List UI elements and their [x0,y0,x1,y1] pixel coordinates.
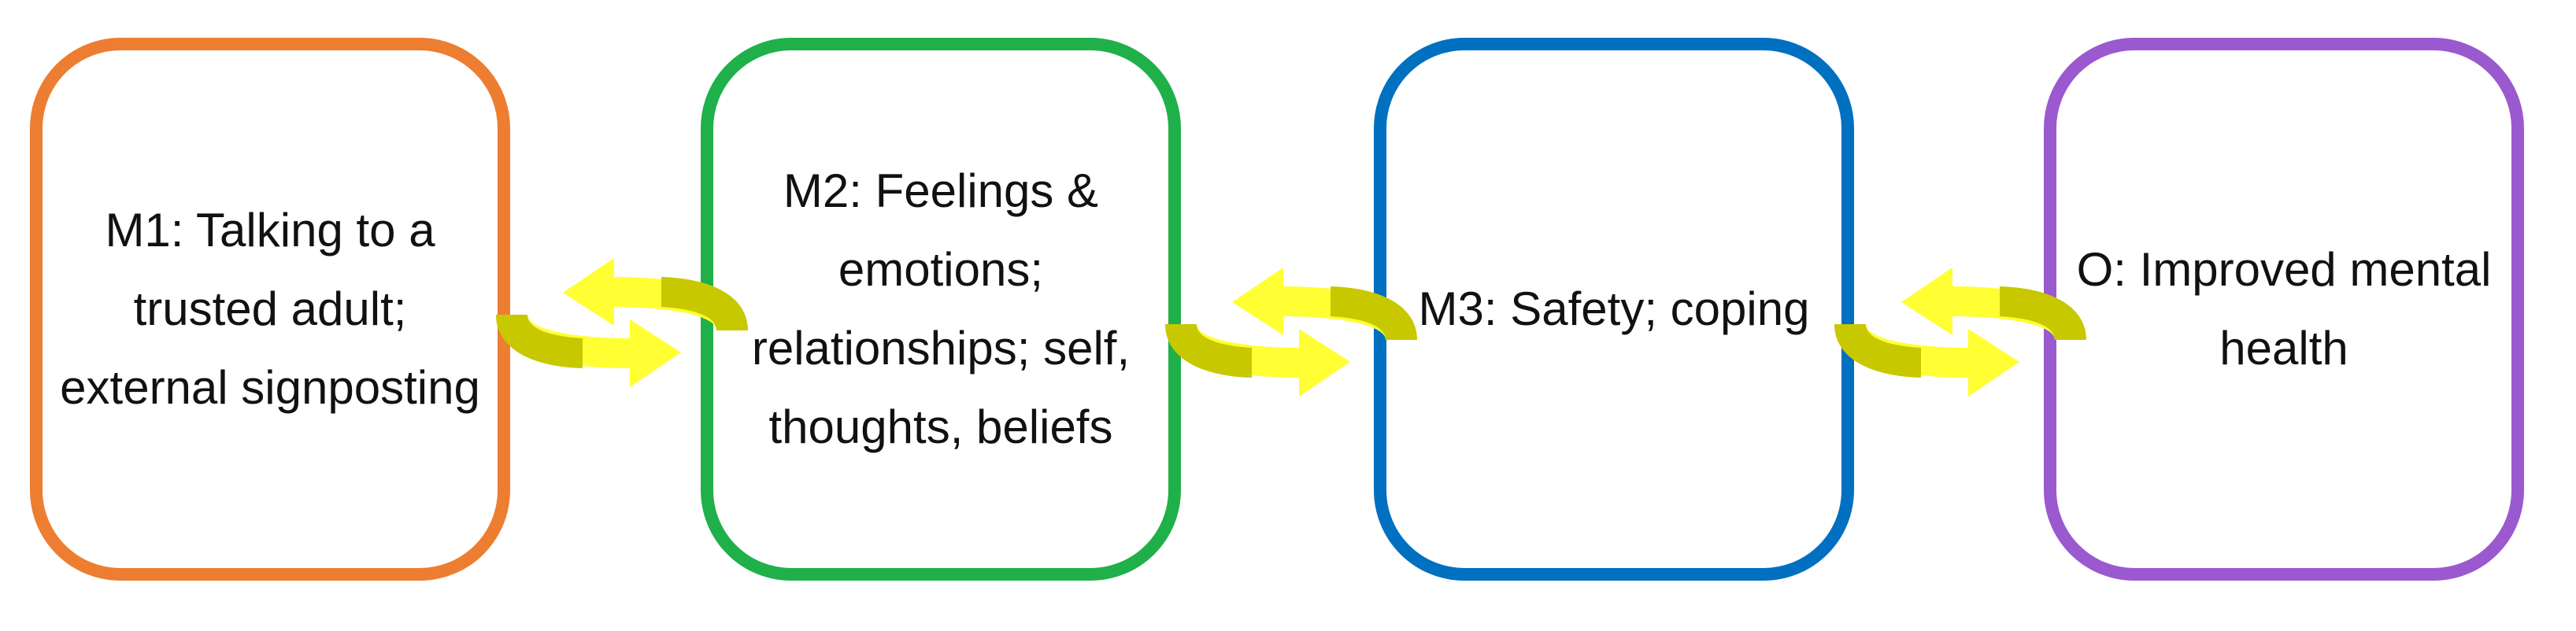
cycle-arrow-top-tail [2000,286,2086,340]
box-m1-talking-to-trusted-adult: M1: Talking to a trusted adult; external… [30,38,510,581]
box-m2-feelings-emotions: M2: Feelings & emotions; relationships; … [701,38,1181,581]
box-m3-text: M3: Safety; coping [1418,282,1810,335]
cycle-arrow-top-tail [1331,286,1417,340]
cycle-arrow-bottom-tail [496,315,583,368]
box-m1-text: M1: Talking to a trusted adult; external… [60,204,480,414]
cycle-arrow-bottom-tail [1834,324,1921,378]
cycle-arrow-top-tail [661,277,748,330]
cycle-arrows-m2-m3 [1165,268,1417,397]
box-m3-safety-coping: M3: Safety; coping [1374,38,1854,581]
cycle-arrows-m1-m2 [496,258,748,387]
cycle-arrow-bottom-tail [1165,324,1252,378]
box-outcome-improved-mental-health: O: Improved mental health [2044,38,2524,581]
cycle-arrows-m3-o [1834,268,2086,397]
box-o-text: O: Improved mental health [2076,243,2492,375]
box-m2-text: M2: Feelings & emotions; relationships; … [751,164,1131,453]
